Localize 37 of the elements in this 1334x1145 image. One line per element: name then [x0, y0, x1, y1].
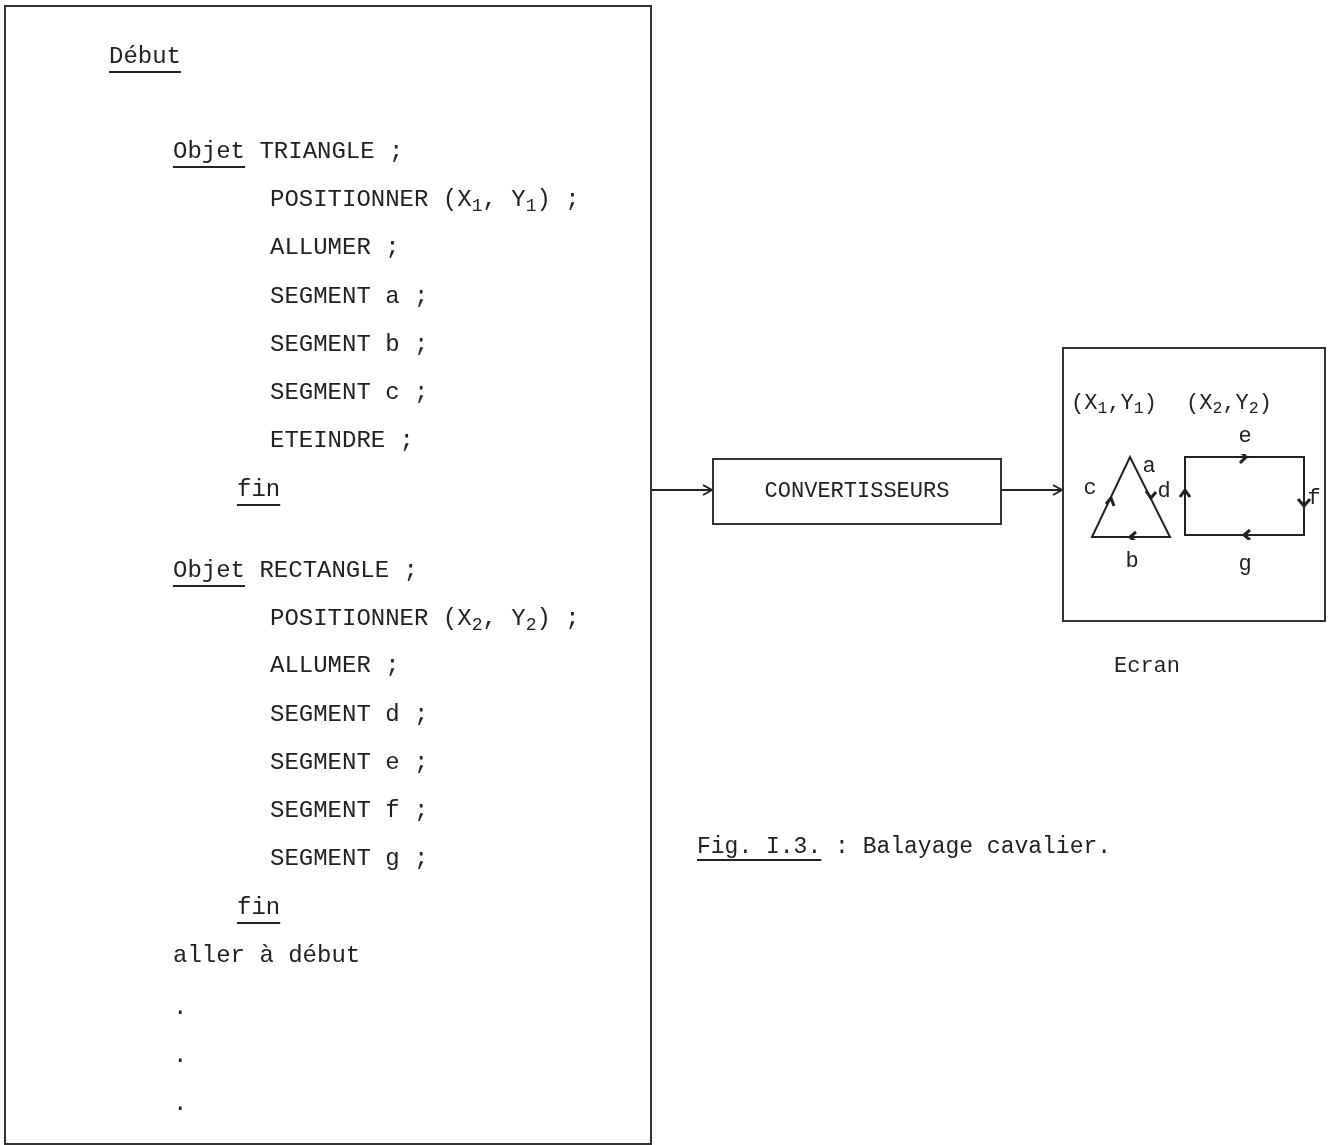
code-line: SEGMENT d ; — [270, 703, 429, 727]
segment-label: g — [1238, 554, 1252, 576]
screen-box — [1062, 347, 1326, 622]
code-line: POSITIONNER (X$_{1}$, Y$_{1}$) ; — [270, 188, 580, 212]
figure-caption: Fig. I.3. : Balayage cavalier. — [697, 833, 1112, 862]
code-line: Début — [109, 45, 181, 69]
screen-caption: Ecran — [1114, 656, 1180, 678]
segment-label: d — [1157, 481, 1171, 503]
code-line: ETEINDRE ; — [270, 429, 415, 453]
code-line: SEGMENT c ; — [270, 381, 429, 405]
code-line: SEGMENT a ; — [270, 285, 429, 309]
segment-label: e — [1238, 426, 1252, 448]
code-line: fin — [237, 478, 281, 502]
process-box: CONVERTISSEURS — [712, 458, 1002, 525]
arrow — [1001, 484, 1063, 496]
code-line: . — [173, 1044, 188, 1068]
code-line: SEGMENT f ; — [270, 799, 429, 823]
arrow — [651, 484, 713, 496]
code-line: . — [173, 996, 188, 1020]
coordinate-label: (X$_{2}$,Y$_{2}$) — [1186, 393, 1272, 415]
code-line: SEGMENT e ; — [270, 751, 429, 775]
code-line: Objet RECTANGLE ; — [173, 559, 418, 583]
coordinate-label: (X$_{1}$,Y$_{1}$) — [1071, 393, 1157, 415]
code-line: POSITIONNER (X$_{2}$, Y$_{2}$) ; — [270, 607, 580, 631]
code-line: Objet TRIANGLE ; — [173, 140, 404, 164]
segment-label: f — [1307, 488, 1321, 510]
code-line: fin — [237, 896, 281, 920]
segment-label: b — [1125, 551, 1139, 573]
code-line: SEGMENT b ; — [270, 333, 429, 357]
code-line: ALLUMER ; — [270, 236, 400, 260]
code-line: ALLUMER ; — [270, 654, 400, 678]
segment-label: a — [1142, 456, 1156, 478]
code-line: . — [173, 1092, 188, 1116]
segment-label: c — [1083, 478, 1097, 500]
program-listing-box — [4, 5, 652, 1145]
code-line: SEGMENT g ; — [270, 847, 429, 871]
code-line: aller à début — [173, 944, 361, 968]
